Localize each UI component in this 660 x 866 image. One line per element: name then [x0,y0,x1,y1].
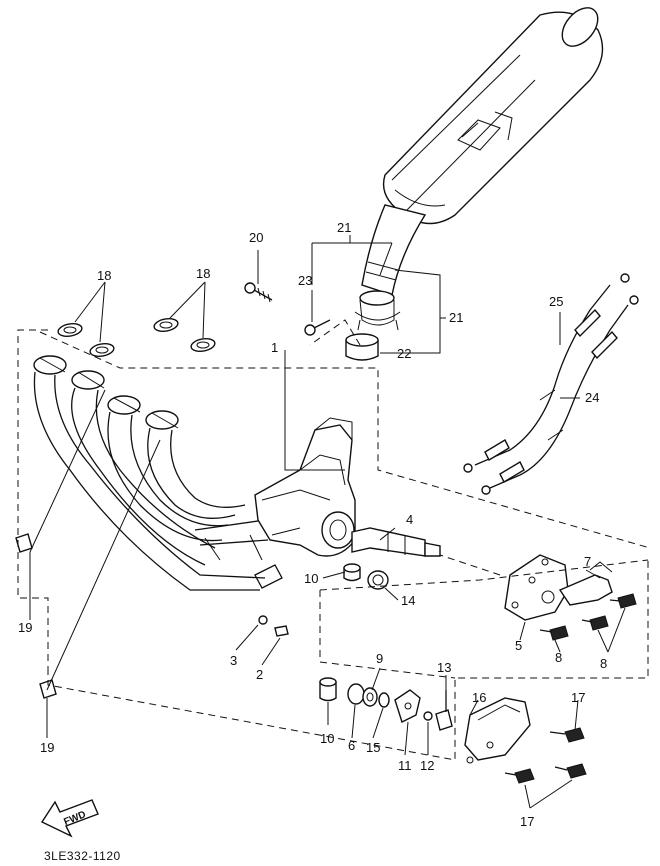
part-label-19b: 19 [40,740,54,755]
part-label-7: 7 [584,554,591,569]
bolt-2-nut-3 [258,615,289,637]
part-label-18b: 18 [196,266,210,281]
part-label-10a: 10 [304,571,318,586]
part-label-4: 4 [406,512,413,527]
leader-lines [29,235,626,809]
part-label-25: 25 [549,294,563,309]
part-label-3: 3 [230,653,237,668]
part-label-20: 20 [249,230,263,245]
collector-body [254,417,356,557]
fwd-arrow-icon: FWD [40,799,99,838]
part-label-15: 15 [366,740,380,755]
part-label-21b: 21 [449,310,463,325]
bushings-10-14 [343,563,389,590]
bolt-23 [304,319,331,336]
muffler [382,7,604,225]
part-label-1: 1 [271,340,278,355]
clips-19 [15,533,57,699]
gaskets-18 [57,318,216,357]
part-label-5: 5 [515,638,522,653]
bracket-5-7 [504,554,613,621]
lower-small-parts [319,677,453,731]
cables-24-25 [463,273,639,495]
group-outlines [17,319,651,761]
gasket-22 [345,333,379,361]
part-label-18a: 18 [97,268,111,283]
part-labels: 1 2 3 4 5 6 7 8 8 9 10 10 11 12 13 14 15… [18,220,607,829]
bolt-20 [244,282,273,303]
part-label-23: 23 [298,273,312,288]
exhaust-headers [33,355,283,591]
part-label-2: 2 [256,667,263,682]
part-label-13: 13 [437,660,451,675]
catalog-code: 3LE332-1120 [44,849,121,863]
part-label-19a: 19 [18,620,32,635]
part-label-11: 11 [398,758,412,773]
part-label-8a: 8 [555,650,562,665]
part-label-22: 22 [397,346,411,361]
bolts-8 [539,593,637,641]
cover-16 [464,697,531,764]
part-label-12: 12 [420,758,434,773]
screws-17 [504,727,587,784]
connector-pipe [354,204,427,331]
part-label-8b: 8 [600,656,607,671]
part-label-17b: 17 [520,814,534,829]
part-label-14: 14 [401,593,415,608]
part-label-9: 9 [376,651,383,666]
part-label-16: 16 [472,690,486,705]
part-label-24: 24 [585,390,599,405]
part-label-17a: 17 [571,690,585,705]
exhaust-valve-4 [351,527,441,557]
part-label-10b: 10 [320,731,334,746]
part-label-21a: 21 [337,220,351,235]
part-label-6: 6 [348,738,355,753]
